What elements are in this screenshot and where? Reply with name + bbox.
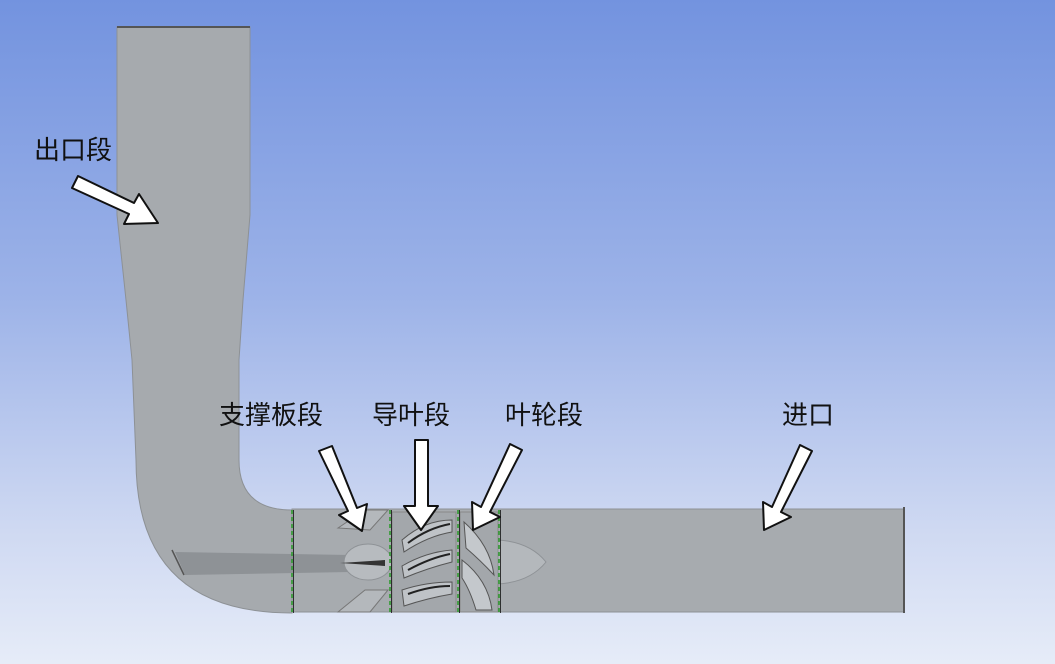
impeller-blade	[461, 558, 493, 611]
impeller-hub-cone	[497, 539, 547, 585]
impeller-blade	[463, 520, 495, 577]
guide-vane-arrow	[403, 439, 439, 531]
outlet-pipe-elbow	[116, 26, 293, 614]
support-plate-blade	[336, 589, 390, 613]
guide-vane-blade-edge	[407, 553, 451, 571]
support-plate-center	[340, 560, 385, 566]
inlet-label: 进口	[782, 401, 835, 431]
inlet-arrow	[762, 444, 813, 531]
shaft	[175, 552, 350, 575]
impeller-label: 叶轮段	[505, 401, 584, 431]
outlet-label: 出口段	[34, 136, 113, 166]
guide-vane-blade-edge	[407, 523, 451, 544]
guide-vane-blade	[401, 581, 453, 607]
support-plate-arrow	[318, 445, 368, 532]
guide-vane-section	[391, 511, 457, 613]
guide-vane-blade	[401, 519, 453, 553]
guide-vane-blade-edge	[407, 585, 451, 595]
guide-vane-label: 导叶段	[372, 401, 451, 431]
outlet-arrow	[71, 175, 159, 225]
shaft-edge	[171, 549, 185, 576]
interface-lines	[291, 510, 500, 613]
support-plate-label: 支撑板段	[219, 401, 324, 431]
arrows	[71, 175, 813, 532]
impeller-arrow	[471, 443, 523, 531]
impeller-section	[459, 511, 547, 613]
